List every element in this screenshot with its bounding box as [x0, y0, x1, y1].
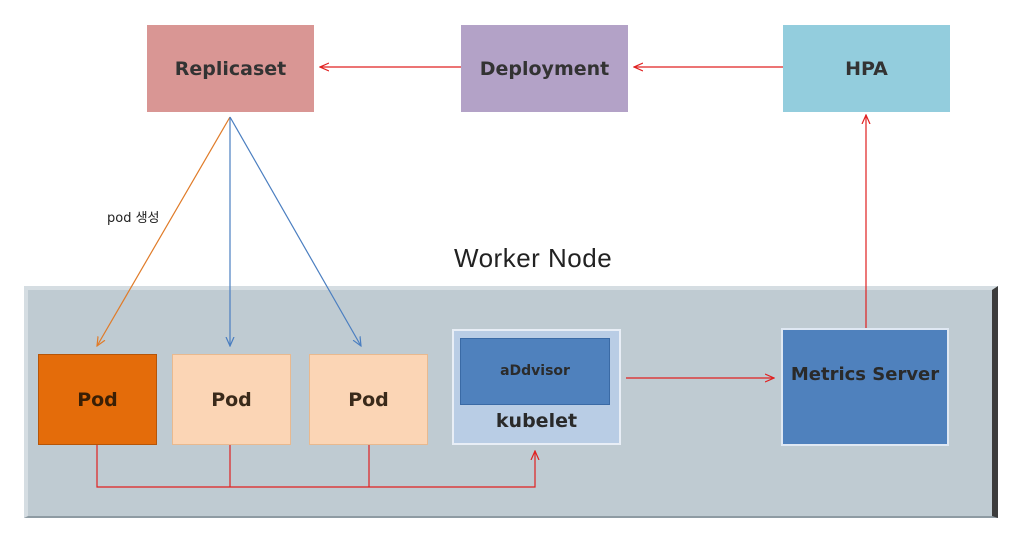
metrics-server-label: Metrics Server: [790, 364, 940, 385]
deployment-node: Deployment: [461, 25, 628, 112]
pod-create-edge-label: pod 생성: [107, 211, 160, 226]
pod-node-1: Pod: [38, 354, 157, 445]
pod-node-2: Pod: [172, 354, 291, 445]
pod-label-1: Pod: [77, 388, 118, 411]
deployment-label: Deployment: [479, 57, 610, 80]
pod-label-2: Pod: [211, 388, 252, 411]
pod-node-3: Pod: [309, 354, 428, 445]
hpa-node: HPA: [783, 25, 950, 112]
metrics-server-node: Metrics Server: [781, 328, 949, 446]
hpa-label: HPA: [845, 57, 888, 80]
advisor-node: aDdvisor: [460, 338, 610, 405]
replicaset-label: Replicaset: [174, 57, 287, 80]
pod-label-3: Pod: [348, 388, 389, 411]
replicaset-node: Replicaset: [147, 25, 314, 112]
kubelet-label: kubelet: [495, 410, 578, 432]
worker-node-title: Worker Node: [454, 243, 613, 273]
advisor-label: aDdvisor: [500, 363, 570, 379]
